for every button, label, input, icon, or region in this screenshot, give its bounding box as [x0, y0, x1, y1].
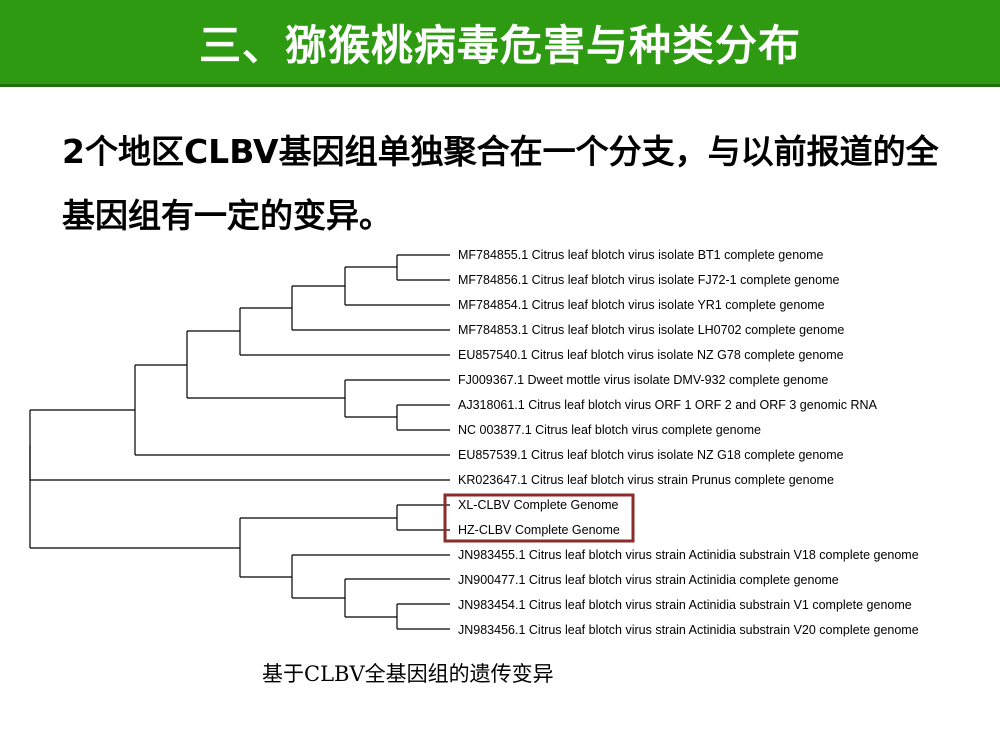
- heading-line-1: 2个地区CLBV基因组单独聚合在一个分支，与以前报道的全: [62, 132, 939, 171]
- highlight-box: [443, 493, 635, 543]
- leaf-label: AJ318061.1 Citrus leaf blotch virus ORF …: [458, 398, 878, 412]
- leaf-label: JN983456.1 Citrus leaf blotch virus stra…: [458, 623, 919, 637]
- slide-title: 三、猕猴桃病毒危害与种类分布: [198, 20, 801, 70]
- heading-line-2: 基因组有一定的变异。: [62, 196, 392, 235]
- leaf-label-xl-clbv: XL-CLBV Complete Genome: [458, 498, 619, 512]
- figure-caption: 基于CLBV全基因组的遗传变异: [262, 662, 554, 686]
- leaf-label: JN983454.1 Citrus leaf blotch virus stra…: [458, 598, 912, 612]
- title-bar: 三、猕猴桃病毒危害与种类分布: [0, 0, 1000, 87]
- leaf-label: MF784855.1 Citrus leaf blotch virus isol…: [458, 248, 824, 262]
- leaf-label: KR023647.1 Citrus leaf blotch virus stra…: [458, 473, 834, 487]
- leaf-label: FJ009367.1 Dweet mottle virus isolate DM…: [458, 373, 828, 387]
- tree-branches: [29, 254, 450, 630]
- tree-leaf-labels: MF784855.1 Citrus leaf blotch virus isol…: [458, 248, 919, 637]
- leaf-label: EU857540.1 Citrus leaf blotch virus isol…: [458, 348, 844, 362]
- leaf-label: JN900477.1 Citrus leaf blotch virus stra…: [458, 573, 839, 587]
- leaf-label: MF784853.1 Citrus leaf blotch virus isol…: [458, 323, 844, 337]
- leaf-label: EU857539.1 Citrus leaf blotch virus isol…: [458, 448, 844, 462]
- leaf-label-hz-clbv: HZ-CLBV Complete Genome: [458, 523, 620, 537]
- leaf-label: NC 003877.1 Citrus leaf blotch virus com…: [458, 423, 761, 437]
- leaf-label: MF784856.1 Citrus leaf blotch virus isol…: [458, 273, 839, 287]
- leaf-label: JN983455.1 Citrus leaf blotch virus stra…: [458, 548, 919, 562]
- heading-text: 2个地区CLBV基因组单独聚合在一个分支，与以前报道的全 基因组有一定的变异。: [62, 120, 962, 248]
- leaf-label: MF784854.1 Citrus leaf blotch virus isol…: [458, 298, 825, 312]
